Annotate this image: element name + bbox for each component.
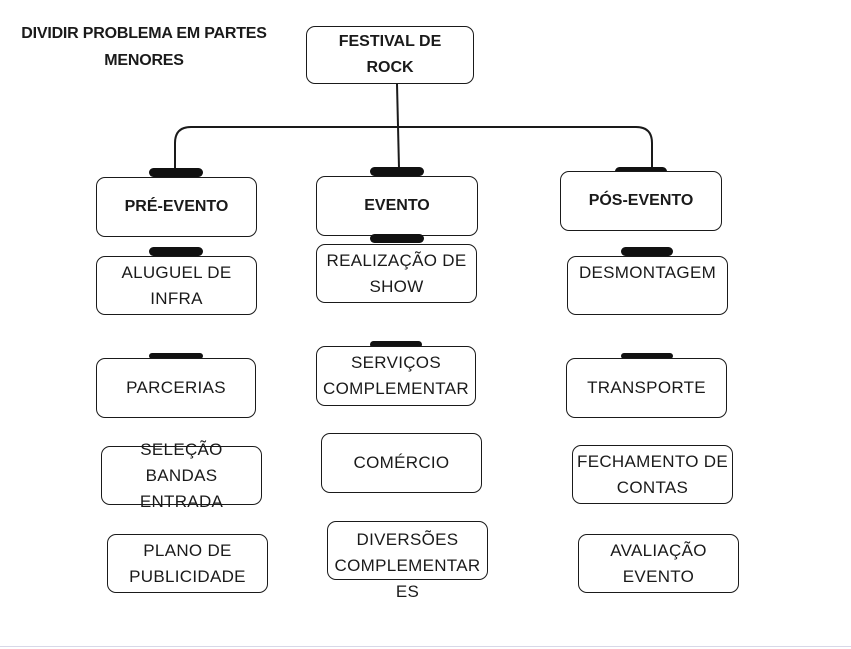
connector-cap [621,247,673,256]
root-label: FESTIVAL DE ROCK [338,33,442,76]
task-node: PARCERIAS [96,358,256,418]
task-node: FECHAMENTO DE CONTAS [572,445,733,504]
category-node-pre-evento: PRÉ-EVENTO [96,177,257,237]
task-label: AVALIAÇÃO EVENTO [610,540,707,586]
category-node-evento: EVENTO [316,176,478,236]
connector-cap [149,353,203,359]
task-node: TRANSPORTE [566,358,727,418]
task-label: TRANSPORTE [587,378,706,397]
task-node: COMÉRCIO [321,433,482,493]
task-node: SELEÇÃO BANDAS ENTRADA [101,440,262,511]
connector-cap [370,234,424,243]
task-node: REALIZAÇÃO DE SHOW [316,244,477,303]
task-label: PLANO DE PUBLICIDADE [129,540,246,586]
branch-connector-line [174,126,653,168]
category-label: PRÉ-EVENTO [124,198,229,215]
task-label: SERVIÇOS COMPLEMENTAR [323,353,469,398]
task-label: ALUGUEL DE INFRA [121,262,232,308]
task-node: AVALIAÇÃO EVENTO [578,534,739,593]
task-node: DIVERSÕES COMPLEMENTAR ES [327,521,488,601]
task-node: SERVIÇOS COMPLEMENTAR [316,346,476,406]
task-label: DIVERSÕES COMPLEMENTAR ES [334,530,481,601]
task-label: SELEÇÃO BANDAS ENTRADA [139,439,224,511]
task-node: PLANO DE PUBLICIDADE [107,534,268,593]
connector-cap [370,167,424,176]
task-label: REALIZAÇÃO DE SHOW [326,250,467,296]
task-node: DESMONTAGEM [567,256,728,315]
task-label: FECHAMENTO DE CONTAS [577,451,728,497]
category-node-pos-evento: PÓS-EVENTO [560,171,722,231]
category-label: PÓS-EVENTO [588,192,694,209]
task-label: DESMONTAGEM [578,263,717,282]
diagram-heading: DIVIDIR PROBLEMA EM PARTES MENORES [8,20,280,74]
connector-cap [149,168,203,177]
connector-cap [370,341,422,348]
heading-line-2: MENORES [104,52,184,69]
connector-cap [149,247,203,256]
root-node: FESTIVAL DE ROCK [306,26,474,84]
bottom-divider [0,646,851,647]
task-label: PARCERIAS [126,378,226,397]
task-label: COMÉRCIO [353,453,450,472]
heading-line-1: DIVIDIR PROBLEMA EM PARTES [21,25,267,42]
task-node: ALUGUEL DE INFRA [96,256,257,315]
connector-cap [621,353,673,359]
category-label: EVENTO [364,197,430,214]
